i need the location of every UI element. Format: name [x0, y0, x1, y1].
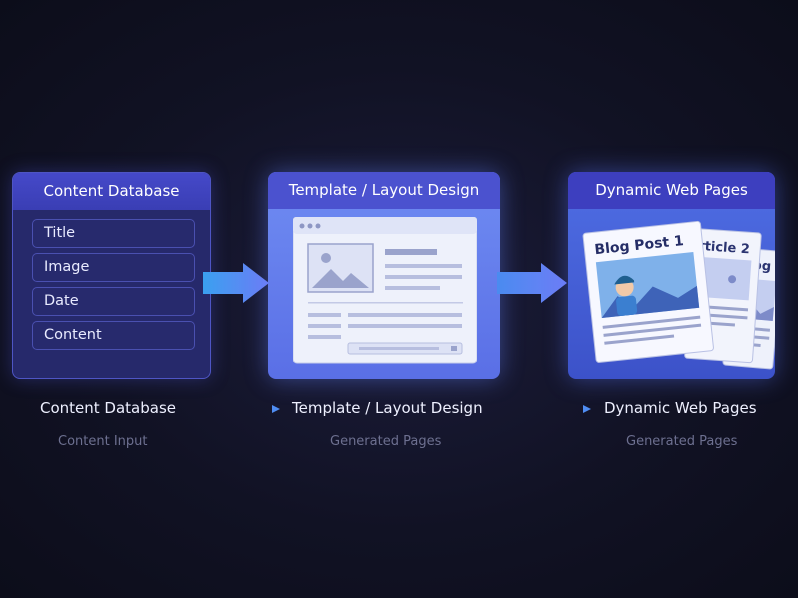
sublabel-generated-pages-1: Generated Pages: [330, 434, 442, 449]
template-panel: Template / Layout Design: [268, 172, 500, 379]
flow-thin-arrow-2: [503, 405, 591, 413]
content-database-title: Content Database: [13, 173, 210, 210]
field-image: Image: [32, 253, 195, 282]
front-page-card: Blog Post 1: [582, 220, 714, 363]
field-content: Content: [32, 321, 195, 350]
dynamic-pages-title: Dynamic Web Pages: [568, 172, 775, 209]
template-title: Template / Layout Design: [268, 172, 500, 209]
content-database-panel: Content Database Title Image Date Conten…: [12, 172, 211, 379]
sublabel-content-input: Content Input: [58, 434, 148, 449]
flow-arrow-1: [203, 263, 269, 303]
field-date: Date: [32, 287, 195, 316]
flow-label-content-database: Content Database: [40, 399, 176, 417]
flow-thin-arrow-1: [192, 405, 280, 413]
dynamic-pages-panel: Dynamic Web Pages Blog rticle 2 Blog Pos…: [568, 172, 775, 379]
flow-label-template: Template / Layout Design: [292, 399, 483, 417]
middle-card-title: rticle 2: [698, 239, 751, 258]
layout-wireframe-icon: [293, 217, 477, 364]
flow-label-dynamic-pages: Dynamic Web Pages: [604, 399, 757, 417]
sublabel-generated-pages-2: Generated Pages: [626, 434, 738, 449]
field-title: Title: [32, 219, 195, 248]
page-stack: Blog rticle 2 Blog Post 1: [582, 220, 775, 370]
flow-arrow-2: [497, 263, 567, 303]
